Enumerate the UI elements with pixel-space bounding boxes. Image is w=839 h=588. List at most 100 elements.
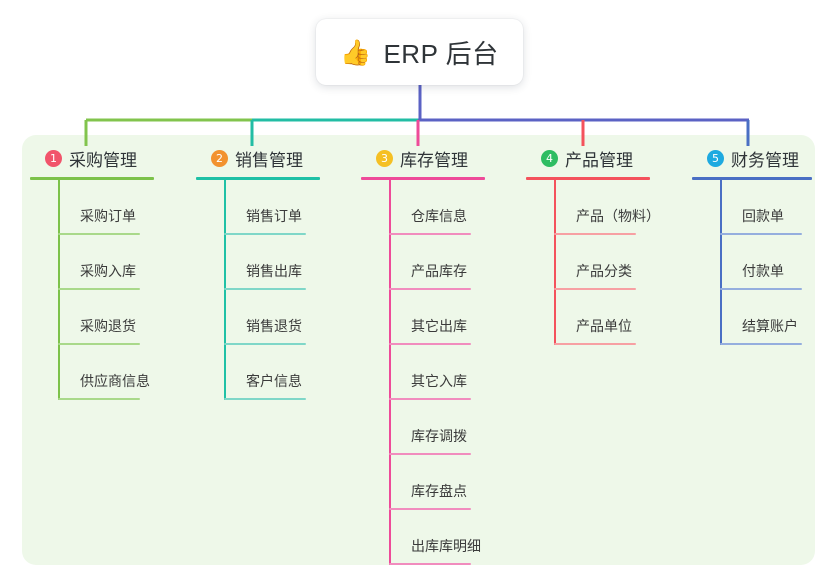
leaf-label: 产品单位 <box>576 318 632 334</box>
leaf-underline <box>224 288 306 290</box>
leaf-underline <box>58 398 140 400</box>
branch-header-5[interactable]: 5 财务管理 <box>692 146 812 170</box>
leaf-item[interactable]: 供应商信息 <box>30 345 154 400</box>
leaf-spine <box>720 180 722 345</box>
leaf-label: 库存盘点 <box>411 483 467 499</box>
branch-underline <box>526 177 650 180</box>
leaf-item[interactable]: 客户信息 <box>196 345 320 400</box>
leaf-item[interactable]: 库存盘点 <box>361 455 485 510</box>
branch-column-2: 2 销售管理销售订单销售出库销售退货客户信息 <box>196 146 320 400</box>
leaf-item[interactable]: 采购退货 <box>30 290 154 345</box>
leaf-spine <box>58 180 60 400</box>
leaf-item[interactable]: 销售订单 <box>196 180 320 235</box>
diagram-panel <box>22 135 815 565</box>
leaf-item[interactable]: 采购订单 <box>30 180 154 235</box>
leaf-label: 采购入库 <box>80 263 136 279</box>
leaf-underline <box>224 398 306 400</box>
leaf-underline <box>58 233 140 235</box>
leaf-item[interactable]: 其它出库 <box>361 290 485 345</box>
leaf-item[interactable]: 产品（物料） <box>526 180 660 235</box>
branch-number-badge: 5 <box>707 149 724 167</box>
leaf-label: 出库库明细 <box>411 538 481 554</box>
leaf-item[interactable]: 采购入库 <box>30 235 154 290</box>
leaf-label: 其它出库 <box>411 318 467 334</box>
leaf-item[interactable]: 产品单位 <box>526 290 650 345</box>
leaf-underline <box>58 343 140 345</box>
leaf-underline <box>389 398 471 400</box>
leaf-list: 销售订单销售出库销售退货客户信息 <box>196 180 320 400</box>
leaf-label: 产品分类 <box>576 263 632 279</box>
leaf-label: 产品（物料） <box>576 208 660 224</box>
leaf-underline <box>389 233 471 235</box>
leaf-label: 供应商信息 <box>80 373 150 389</box>
leaf-label: 库存调拨 <box>411 428 467 444</box>
branch-header-2[interactable]: 2 销售管理 <box>196 146 320 170</box>
leaf-underline <box>389 288 471 290</box>
leaf-underline <box>554 233 636 235</box>
branch-column-4: 4 产品管理产品（物料） 产品分类产品单位 <box>526 146 660 345</box>
leaf-underline <box>224 343 306 345</box>
branch-title: 库存管理 <box>400 150 468 170</box>
leaf-item[interactable]: 销售退货 <box>196 290 320 345</box>
leaf-underline <box>58 288 140 290</box>
leaf-item[interactable]: 结算账户 <box>692 290 812 345</box>
leaf-spine <box>554 180 556 345</box>
leaf-item[interactable]: 库存调拨 <box>361 400 485 455</box>
leaf-underline <box>389 563 471 565</box>
leaf-label: 销售退货 <box>246 318 302 334</box>
leaf-underline <box>389 453 471 455</box>
leaf-underline <box>720 343 802 345</box>
leaf-list: 仓库信息产品库存其它出库其它入库库存调拨库存盘点出库库明细 <box>361 180 485 565</box>
leaf-item[interactable]: 产品分类 <box>526 235 650 290</box>
leaf-underline <box>554 343 636 345</box>
branch-title: 采购管理 <box>69 150 137 170</box>
leaf-underline <box>224 233 306 235</box>
root-title: ERP 后台 <box>383 38 499 69</box>
leaf-label: 销售订单 <box>246 208 302 224</box>
branch-header-3[interactable]: 3 库存管理 <box>361 146 485 170</box>
leaf-item[interactable]: 付款单 <box>692 235 812 290</box>
branch-underline <box>692 177 812 180</box>
leaf-label: 采购订单 <box>80 208 136 224</box>
branch-title: 产品管理 <box>565 150 633 170</box>
leaf-label: 销售出库 <box>246 263 302 279</box>
branch-number-badge: 4 <box>541 149 558 167</box>
branch-column-3: 3 库存管理仓库信息产品库存其它出库其它入库库存调拨库存盘点出库库明细 <box>361 146 485 565</box>
leaf-label: 结算账户 <box>742 318 798 334</box>
branch-number-badge: 3 <box>376 149 393 167</box>
branch-column-5: 5 财务管理回款单付款单结算账户 <box>692 146 812 345</box>
leaf-underline <box>389 343 471 345</box>
leaf-underline <box>554 288 636 290</box>
branch-title: 销售管理 <box>235 150 303 170</box>
leaf-list: 产品（物料） 产品分类产品单位 <box>526 180 660 345</box>
branch-number-badge: 1 <box>45 149 62 167</box>
leaf-item[interactable]: 产品库存 <box>361 235 485 290</box>
leaf-list: 回款单付款单结算账户 <box>692 180 812 345</box>
leaf-spine <box>224 180 226 400</box>
leaf-item[interactable]: 销售出库 <box>196 235 320 290</box>
leaf-underline <box>720 233 802 235</box>
branch-underline <box>30 177 154 180</box>
root-node[interactable]: 👍 ERP 后台 <box>316 19 523 85</box>
leaf-spine <box>389 180 391 565</box>
leaf-label: 回款单 <box>742 208 784 224</box>
leaf-label: 付款单 <box>742 263 784 279</box>
leaf-label: 其它入库 <box>411 373 467 389</box>
branch-title: 财务管理 <box>731 150 799 170</box>
leaf-label: 产品库存 <box>411 263 467 279</box>
branch-header-1[interactable]: 1 采购管理 <box>30 146 154 170</box>
branch-underline <box>361 177 485 180</box>
leaf-underline <box>720 288 802 290</box>
thumbs-up-icon: 👍 <box>340 37 372 67</box>
branch-column-1: 1 采购管理采购订单采购入库采购退货供应商信息 <box>30 146 154 400</box>
branch-header-4[interactable]: 4 产品管理 <box>526 146 650 170</box>
leaf-item[interactable]: 回款单 <box>692 180 812 235</box>
leaf-label: 客户信息 <box>246 373 302 389</box>
leaf-underline <box>389 508 471 510</box>
branch-number-badge: 2 <box>211 149 228 167</box>
leaf-item[interactable]: 其它入库 <box>361 345 485 400</box>
leaf-label: 仓库信息 <box>411 208 467 224</box>
branch-underline <box>196 177 320 180</box>
leaf-item[interactable]: 仓库信息 <box>361 180 485 235</box>
leaf-item[interactable]: 出库库明细 <box>361 510 485 565</box>
